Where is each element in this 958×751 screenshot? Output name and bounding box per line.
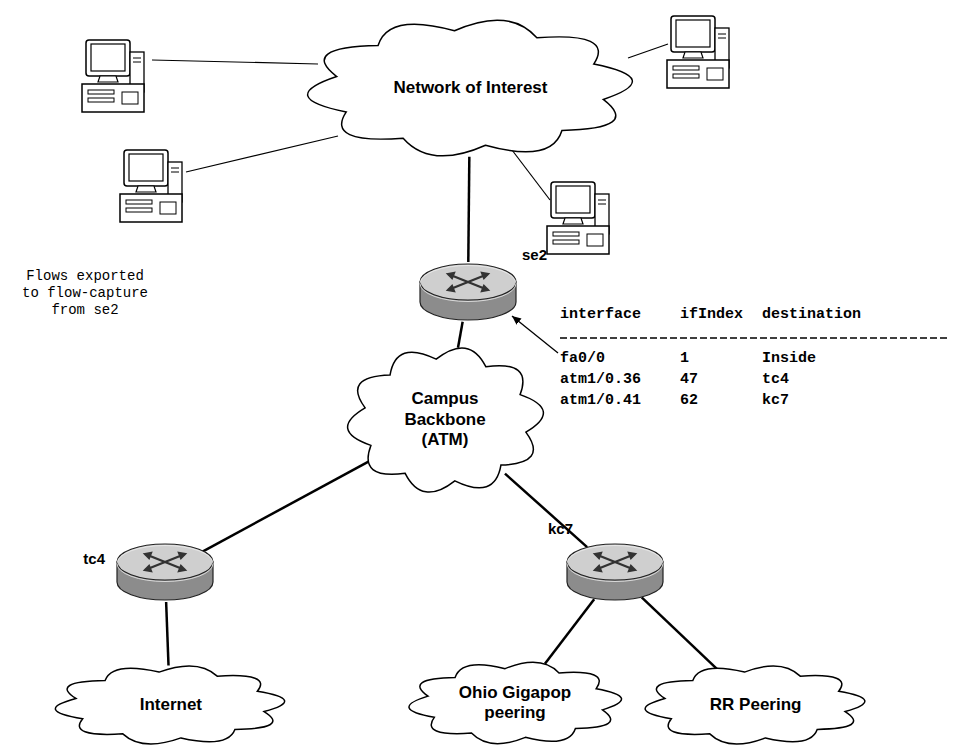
network-cloud: Network of Interest	[300, 8, 640, 168]
network-cloud: Ohio Gigapop peering	[404, 655, 627, 751]
table-cell: 62	[680, 392, 698, 410]
table-rule	[560, 337, 948, 339]
table-cell: tc4	[762, 371, 789, 389]
network-link	[545, 599, 594, 664]
table-cell: kc7	[762, 392, 789, 410]
network-cloud: RR Peering	[640, 659, 870, 751]
router-node: tc4	[115, 542, 215, 602]
leader-arrow	[512, 316, 558, 353]
computer-icon	[667, 16, 729, 88]
cloud-label: Network of Interest	[393, 78, 548, 98]
table-cell: Inside	[762, 350, 816, 368]
table-cell: atm1/0.41	[560, 392, 641, 410]
network-link	[202, 460, 371, 552]
table-header: interface	[560, 306, 641, 324]
cloud-label: Ohio Gigapop peering	[453, 683, 578, 724]
cloud-label: RR Peering	[709, 695, 802, 715]
table-cell: atm1/0.36	[560, 371, 641, 389]
computer-icon	[82, 40, 144, 112]
table-header: destination	[762, 306, 861, 324]
router-name: kc7	[548, 520, 573, 537]
network-link	[642, 597, 717, 668]
router-icon	[115, 542, 215, 602]
router-icon	[418, 262, 518, 322]
router-name: tc4	[83, 550, 105, 567]
computer-icon	[547, 182, 609, 254]
table-header: ifIndex	[680, 306, 743, 324]
network-link	[458, 322, 463, 348]
table-cell: fa0/0	[560, 350, 605, 368]
computer-icon	[120, 150, 182, 222]
network-cloud: Campus Backbone (ATM)	[343, 335, 548, 505]
network-link	[468, 157, 469, 262]
flow-note: Flows exported to flow-capture from se2	[18, 268, 152, 318]
network-link	[505, 474, 587, 547]
table-cell: 1	[680, 350, 689, 368]
router-node: se2	[418, 262, 518, 322]
router-node: kc7	[565, 542, 665, 602]
network-cloud: Internet	[50, 659, 290, 751]
cloud-label: Campus Backbone (ATM)	[398, 389, 493, 450]
cloud-label: Internet	[139, 695, 203, 715]
router-name: se2	[522, 246, 547, 263]
table-cell: 47	[680, 371, 698, 389]
router-icon	[565, 542, 665, 602]
network-link	[166, 602, 168, 665]
